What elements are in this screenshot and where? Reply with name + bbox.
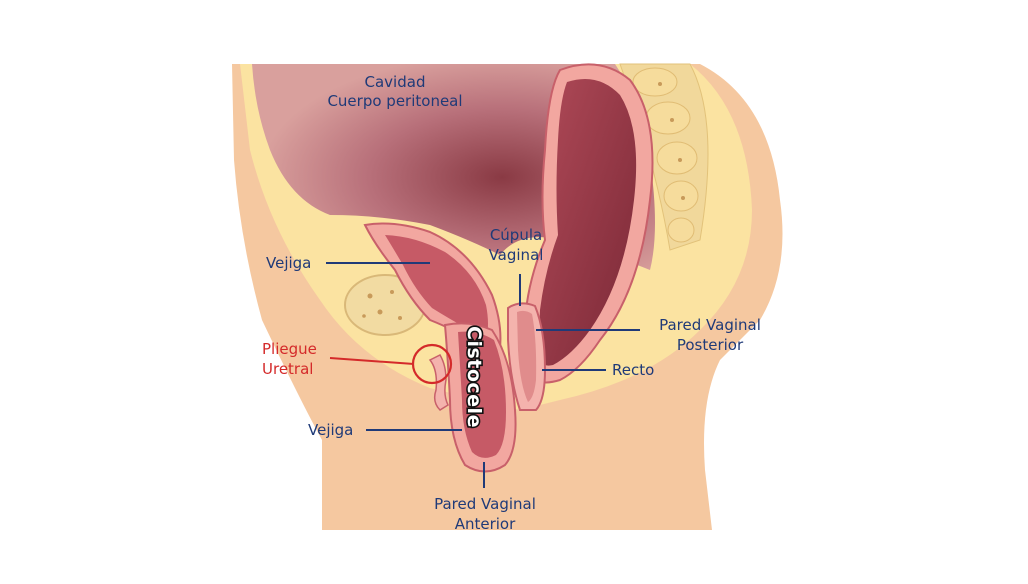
leader-fold: [329, 357, 415, 365]
label-fold-line2: Uretral: [262, 360, 313, 378]
label-cavity-line2: Cuerpo peritoneal: [327, 92, 462, 110]
vagina: [507, 302, 547, 411]
label-bladder-top: Vejiga: [266, 254, 311, 272]
label-anterior-line1: Pared Vaginal: [434, 495, 536, 513]
label-fold-line1: Pliegue: [262, 340, 317, 358]
label-posterior-line2: Posterior: [677, 336, 744, 354]
label-cystocele: Cistocele: [463, 326, 485, 428]
cystocele: [443, 322, 517, 473]
label-cavity-line1: Cavidad: [365, 73, 426, 91]
leader-lines: [326, 262, 640, 488]
label-anterior-line2: Anterior: [455, 515, 516, 533]
rectum: [524, 63, 654, 384]
label-vault-line2: Vaginal: [489, 246, 544, 264]
label-posterior-line1: Pared Vaginal: [659, 316, 761, 334]
label-bladder-bottom: Vejiga: [308, 421, 353, 439]
label-vault-line1: Cúpula: [490, 226, 542, 244]
label-rectum: Recto: [612, 361, 654, 379]
